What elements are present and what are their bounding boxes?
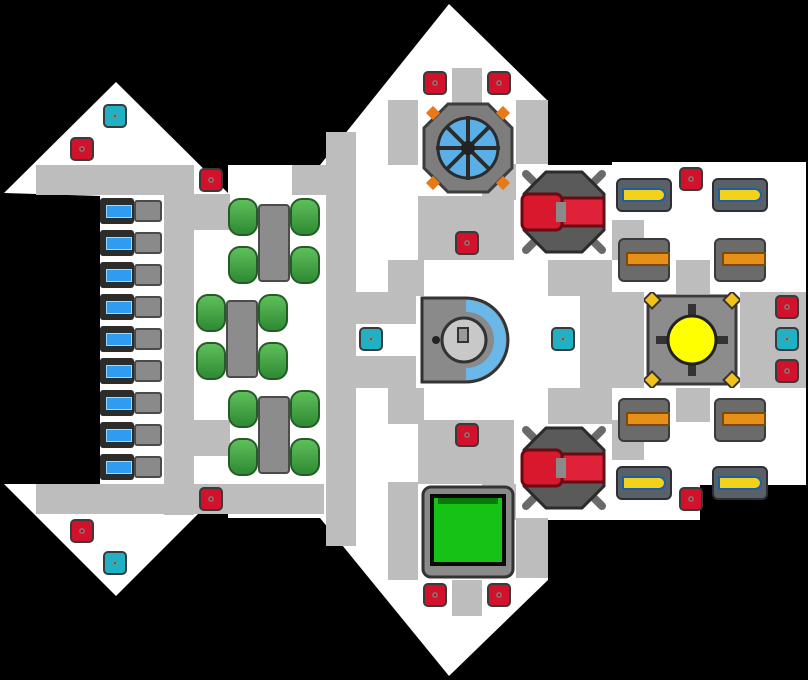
fuel-tank-middle[interactable] bbox=[196, 292, 292, 386]
battery-9[interactable] bbox=[100, 454, 162, 480]
heavy-turret-bottom[interactable] bbox=[516, 420, 612, 516]
reactor-core[interactable] bbox=[644, 292, 740, 388]
battery-icon bbox=[100, 358, 134, 384]
red-node-icon[interactable] bbox=[199, 168, 223, 192]
red-node-icon[interactable] bbox=[775, 359, 799, 383]
battery-icon bbox=[100, 262, 134, 288]
laser-cannon-1[interactable] bbox=[612, 168, 676, 224]
laser-cannon-4[interactable] bbox=[708, 456, 772, 512]
laser-cannon-icon bbox=[720, 478, 760, 488]
fuel-tank-icon bbox=[196, 294, 226, 332]
red-node-icon[interactable] bbox=[70, 137, 94, 161]
battery-icon bbox=[100, 294, 134, 320]
battery-icon bbox=[100, 198, 134, 224]
battery-icon bbox=[100, 230, 134, 256]
cyan-node-icon[interactable] bbox=[551, 327, 575, 351]
gatling-gun-icon bbox=[626, 412, 670, 426]
fuel-tank-top[interactable] bbox=[228, 196, 324, 290]
battery-icon bbox=[100, 326, 134, 352]
red-node-icon[interactable] bbox=[679, 487, 703, 511]
fuel-tank-icon bbox=[228, 198, 258, 236]
battery-7[interactable] bbox=[100, 390, 162, 416]
laser-cannon-2[interactable] bbox=[708, 168, 772, 224]
cyan-node-icon[interactable] bbox=[103, 104, 127, 128]
gatling-gun-3[interactable] bbox=[612, 392, 676, 448]
red-node-icon[interactable] bbox=[679, 167, 703, 191]
fuel-tank-icon bbox=[228, 390, 258, 428]
red-node-icon[interactable] bbox=[199, 487, 223, 511]
heavy-turret-top[interactable] bbox=[516, 164, 612, 260]
hatch[interactable] bbox=[420, 484, 516, 580]
gatling-gun-icon bbox=[722, 252, 766, 266]
radar-dish-icon bbox=[461, 141, 475, 155]
gatling-gun-4[interactable] bbox=[708, 392, 772, 448]
gatling-gun-1[interactable] bbox=[612, 232, 676, 288]
battery-5[interactable] bbox=[100, 326, 162, 352]
red-node-icon[interactable] bbox=[70, 519, 94, 543]
battery-1[interactable] bbox=[100, 198, 162, 224]
red-node-icon[interactable] bbox=[455, 231, 479, 255]
gatling-gun-icon bbox=[626, 252, 670, 266]
hatch-icon bbox=[430, 494, 506, 566]
laser-cannon-icon bbox=[720, 190, 760, 200]
battery-8[interactable] bbox=[100, 422, 162, 448]
battery-4[interactable] bbox=[100, 294, 162, 320]
cyan-node-icon[interactable] bbox=[359, 327, 383, 351]
red-node-icon[interactable] bbox=[487, 71, 511, 95]
gatling-gun-icon bbox=[722, 412, 766, 426]
cyan-node-icon[interactable] bbox=[775, 327, 799, 351]
red-node-icon[interactable] bbox=[487, 583, 511, 607]
reactor-core-icon bbox=[666, 314, 718, 366]
battery-6[interactable] bbox=[100, 358, 162, 384]
battery-3[interactable] bbox=[100, 262, 162, 288]
gatling-gun-2[interactable] bbox=[708, 232, 772, 288]
battery-2[interactable] bbox=[100, 230, 162, 256]
laser-cannon-icon bbox=[624, 478, 664, 488]
cyan-node-icon[interactable] bbox=[103, 551, 127, 575]
red-node-icon[interactable] bbox=[455, 423, 479, 447]
red-node-icon[interactable] bbox=[775, 295, 799, 319]
laser-cannon-3[interactable] bbox=[612, 456, 676, 512]
battery-icon bbox=[100, 422, 134, 448]
laser-cannon-icon bbox=[624, 190, 664, 200]
fuel-tank-bottom[interactable] bbox=[228, 388, 324, 482]
cockpit[interactable] bbox=[418, 292, 514, 388]
red-node-icon[interactable] bbox=[423, 583, 447, 607]
battery-icon bbox=[100, 454, 134, 480]
radar-dish[interactable] bbox=[420, 100, 516, 196]
red-node-icon[interactable] bbox=[423, 71, 447, 95]
battery-icon bbox=[100, 390, 134, 416]
